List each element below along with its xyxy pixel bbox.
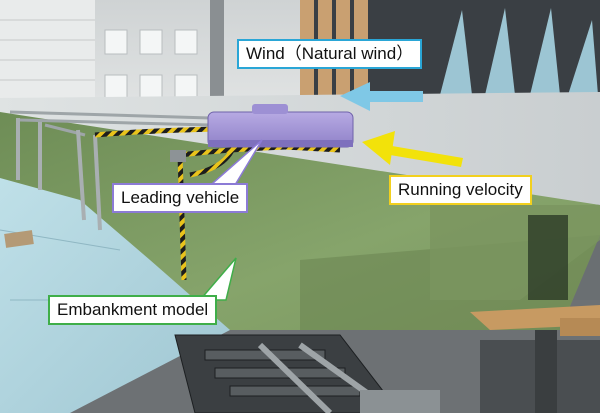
sensor-clamp (170, 150, 186, 162)
metal-plate (360, 390, 440, 413)
stand-post (535, 330, 557, 413)
running-velocity-label: Running velocity (389, 175, 532, 205)
embankment-model-label: Embankment model (48, 295, 218, 325)
leading-vehicle-label: Leading vehicle (112, 183, 249, 213)
running-velocity-arrow (362, 131, 463, 167)
hall-column (210, 0, 224, 120)
slot-opening (528, 215, 568, 300)
turning-vanes (440, 8, 598, 95)
guard-posts (16, 118, 102, 231)
wind-arrow (340, 82, 423, 111)
cardboard-piece (4, 230, 34, 248)
wood-block (560, 318, 600, 336)
wind-label: Wind（Natural wind） (237, 39, 423, 69)
leading-vehicle-model (207, 104, 354, 148)
